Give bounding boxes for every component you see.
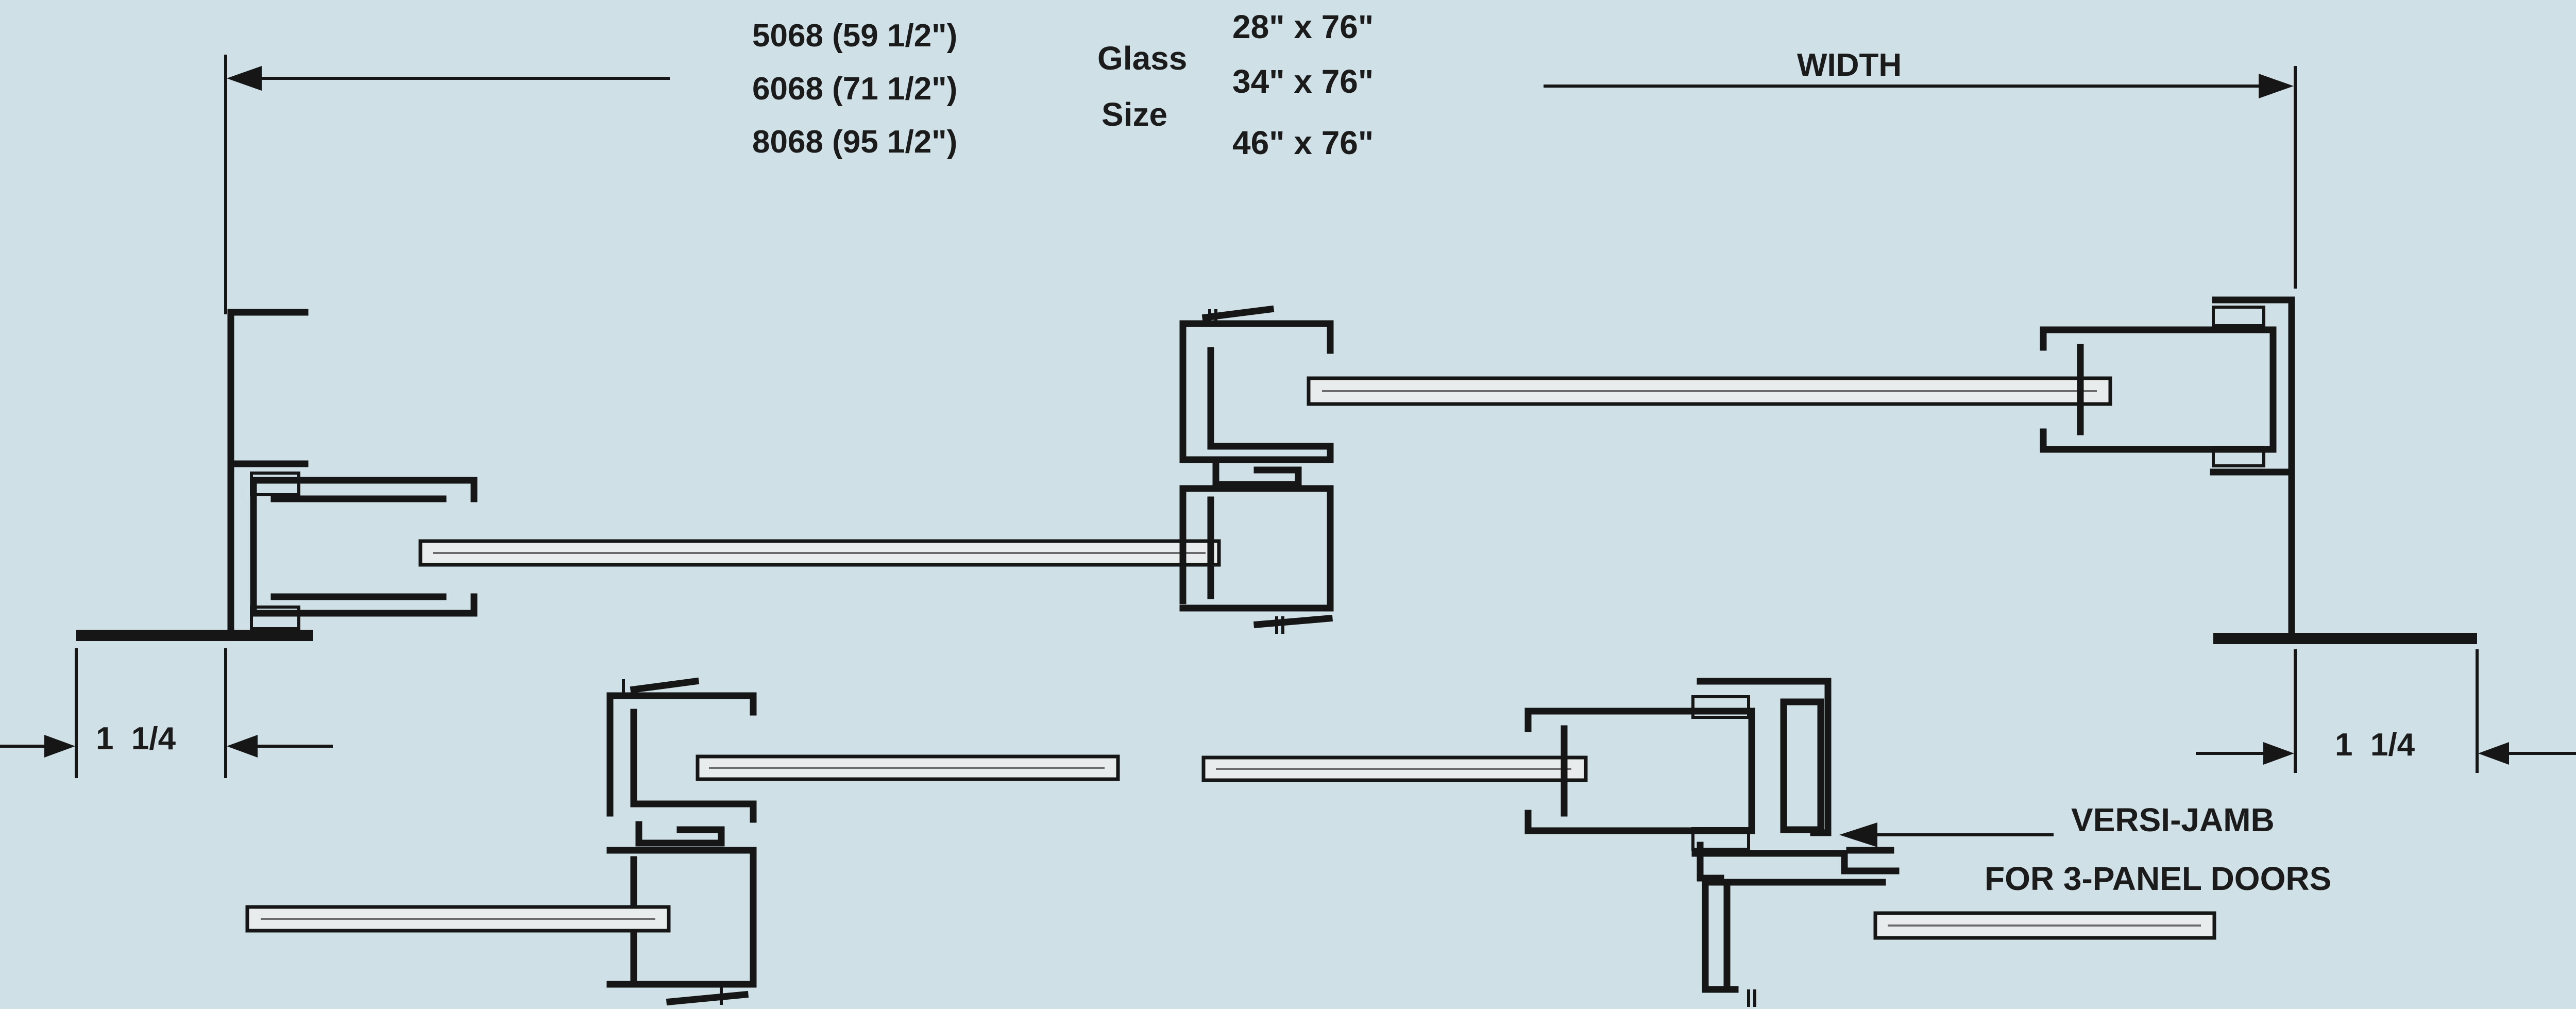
bottom-upper-sash bbox=[606, 692, 757, 817]
width-label: WIDTH bbox=[1797, 47, 1902, 83]
right-frame-clip-bottom bbox=[2212, 446, 2265, 467]
versi-jamb-label: VERSI-JAMB bbox=[2071, 801, 2275, 838]
glass-label: Glass bbox=[1097, 40, 1187, 77]
glass-size-34x76: 34" x 76" bbox=[1232, 63, 1374, 100]
width-arrow-right bbox=[2259, 74, 2294, 98]
versi-jamb-section bbox=[1524, 678, 1900, 1007]
center-interlock-section bbox=[1179, 305, 1334, 634]
left-offset-dimension bbox=[0, 648, 333, 778]
left-jamb-flange bbox=[227, 309, 309, 636]
size-label: Size bbox=[1101, 96, 1167, 133]
size-6068: 6068 (71 1/2") bbox=[752, 71, 957, 107]
left-glass-panel bbox=[418, 539, 1221, 567]
width-arrow-left bbox=[227, 66, 262, 91]
interlock-hook bbox=[1212, 460, 1302, 488]
left-frame-clip-bottom bbox=[250, 606, 300, 630]
lower-sash-outer bbox=[1179, 485, 1334, 612]
header-sizes: 5068 (59 1/2") 6068 (71 1/2") 8068 (95 1… bbox=[752, 8, 1374, 161]
versi-panel-frame bbox=[1524, 708, 1755, 834]
left-offset-arrow-a bbox=[44, 735, 75, 758]
lower-sash-lip bbox=[1253, 614, 1333, 629]
right-jamb-section bbox=[2040, 296, 2477, 644]
bottom-upper-inner bbox=[630, 709, 757, 823]
right-offset-dimension bbox=[2196, 649, 2576, 773]
versi-jamb-heel bbox=[1697, 842, 1724, 882]
glass-size-28x76: 28" x 76" bbox=[1232, 8, 1374, 45]
glass-size-46x76: 46" x 76" bbox=[1232, 124, 1374, 161]
bottom-lower-sash bbox=[606, 847, 757, 988]
bottom-glass-panels bbox=[245, 754, 2216, 940]
right-frame-clip-top bbox=[2212, 306, 2265, 327]
upper-sash-outer bbox=[1179, 320, 1334, 463]
width-dimension bbox=[224, 55, 2297, 314]
size-5068: 5068 (59 1/2") bbox=[752, 18, 957, 54]
upper-sash-inner bbox=[1207, 347, 1334, 450]
versi-lower-sash bbox=[1702, 879, 1731, 993]
left-frame-clip-top bbox=[250, 472, 300, 496]
lower-sash-inner bbox=[1179, 485, 1214, 604]
right-jamb-flange bbox=[2212, 296, 2295, 637]
left-frame-inner bbox=[270, 495, 447, 600]
right-offset-label: 1 1/4 bbox=[2335, 727, 2415, 763]
three-panel-label: FOR 3-PANEL DOORS bbox=[1985, 860, 2331, 897]
bottom-interlock-section bbox=[606, 677, 757, 1006]
versi-jamb-chamber bbox=[1780, 698, 1824, 833]
bottom-upper-lip bbox=[630, 677, 700, 694]
versi-jamb-step bbox=[1691, 850, 1900, 875]
versi-jamb-arrow bbox=[1839, 822, 1877, 847]
bottom-lower-lip bbox=[666, 990, 749, 1006]
left-offset-label: 1 1/4 bbox=[96, 721, 176, 756]
right-jamb-base bbox=[2213, 633, 2477, 644]
right-panel-frame bbox=[2040, 326, 2277, 453]
size-8068: 8068 (95 1/2") bbox=[752, 124, 957, 160]
upper-sash-rail bbox=[1179, 443, 1334, 463]
versi-jamb-pointer bbox=[1839, 822, 2054, 847]
versi-clip-bottom bbox=[1691, 827, 1750, 851]
versi-clip-top bbox=[1691, 695, 1750, 719]
right-offset-arrow-b bbox=[2478, 742, 2509, 765]
right-glass-panel bbox=[1307, 376, 2112, 406]
left-panel-frame bbox=[250, 477, 478, 617]
left-jamb-section bbox=[76, 309, 478, 641]
left-offset-arrow-b bbox=[227, 735, 258, 758]
left-jamb-base bbox=[76, 630, 313, 641]
right-offset-arrow-a bbox=[2263, 742, 2294, 765]
bottom-interlock-hook bbox=[635, 821, 725, 847]
